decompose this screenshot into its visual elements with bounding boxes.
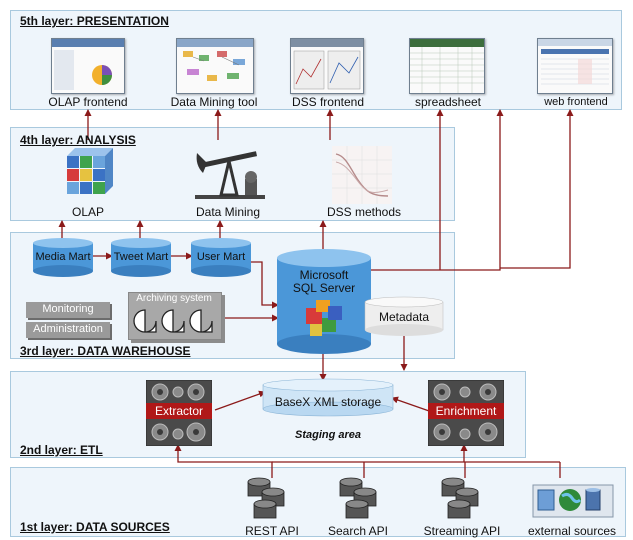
extractor-gears-icon xyxy=(146,380,212,446)
data-mining-tool-screenshot xyxy=(176,38,254,94)
dss-frontend-screenshot xyxy=(290,38,364,94)
layer-title-etl: 2nd layer: ETL xyxy=(20,443,103,457)
monitoring-box xyxy=(26,302,110,318)
data-mining-tool-label: Data Mining tool xyxy=(170,95,258,109)
basex-label: BaseX XML storage xyxy=(274,395,382,409)
administration-label: Administration xyxy=(33,323,103,335)
staging-area-label: Staging area xyxy=(294,429,362,441)
archiving-system-label: Archiving system xyxy=(136,293,212,304)
web-frontend-screenshot xyxy=(537,38,613,94)
olap-label: OLAP xyxy=(71,205,104,219)
extractor-label-box xyxy=(146,403,212,419)
arrow-sql-to-webfrontend xyxy=(500,109,574,269)
extractor-label: Extractor xyxy=(154,404,203,418)
sql-server-cylinder xyxy=(277,249,371,354)
streaming-api-database-icon xyxy=(441,477,479,519)
olap-cube-icon xyxy=(67,148,113,194)
layer-title-sources: 1st layer: DATA SOURCES xyxy=(20,520,170,534)
dss-methods-label: DSS methods xyxy=(326,205,402,219)
streaming-api-label: Streaming API xyxy=(423,524,501,538)
layer-title-analysis: 4th layer: ANALYSIS xyxy=(20,133,136,147)
metadata-label: Metadata xyxy=(378,310,430,324)
monitoring-label: Monitoring xyxy=(42,303,94,315)
media-mart-cylinder xyxy=(33,238,93,277)
external-sources-icon xyxy=(532,484,614,518)
layer-sources xyxy=(10,467,626,537)
oil-pump-icon xyxy=(195,151,265,199)
rest-api-database-icon xyxy=(247,477,285,519)
sql-server-label-line2: SQL Server xyxy=(292,281,356,295)
web-frontend-label: web frontend xyxy=(544,96,608,108)
search-api-database-icon xyxy=(339,477,377,519)
tweet-mart-label: Tweet Mart xyxy=(113,251,169,263)
metadata-cylinder xyxy=(364,296,444,336)
sql-server-label-line1: Microsoft xyxy=(299,268,349,282)
dss-frontend-label: DSS frontend xyxy=(291,95,365,109)
layer-title-warehouse: 3rd layer: DATA WAREHOUSE xyxy=(20,344,191,358)
tweet-mart-cylinder xyxy=(111,238,171,277)
rest-api-label: REST API xyxy=(245,524,299,538)
spreadsheet-label: spreadsheet xyxy=(414,95,482,109)
data-mining-label: Data Mining xyxy=(195,205,261,219)
spreadsheet-screenshot xyxy=(409,38,485,94)
user-mart-label: User Mart xyxy=(196,251,246,263)
dss-chart-icon xyxy=(332,146,392,204)
search-api-label: Search API xyxy=(327,524,389,538)
archive-tape-icons xyxy=(133,309,213,333)
media-mart-label: Media Mart xyxy=(35,251,91,263)
enrichment-label-box xyxy=(428,403,504,419)
layer-title-presentation: 5th layer: PRESENTATION xyxy=(20,14,169,28)
user-mart-cylinder xyxy=(191,238,251,277)
olap-frontend-label: OLAP frontend xyxy=(48,95,128,109)
basex-cylinder xyxy=(262,378,394,417)
enrichment-label: Enrichment xyxy=(435,404,497,418)
administration-box xyxy=(26,322,110,338)
external-sources-label: external sources xyxy=(527,524,617,538)
olap-frontend-screenshot xyxy=(51,38,125,94)
